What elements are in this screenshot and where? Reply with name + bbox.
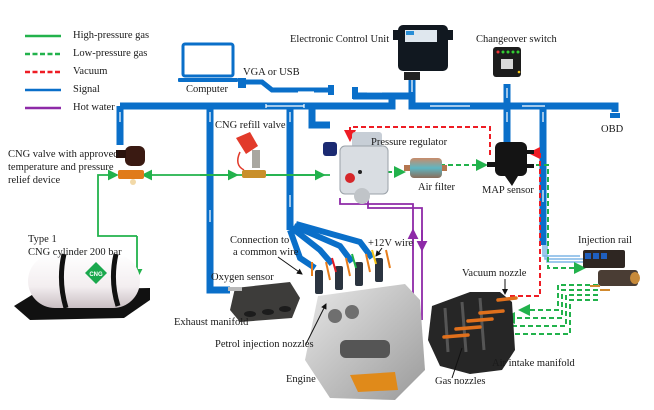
hot-water-lines [339,196,428,322]
dashed-line-swatch-icon [25,52,61,56]
low-pressure-lines [355,159,598,340]
engine [305,284,425,400]
map-sensor [487,142,534,186]
signal-bus [116,72,619,294]
cng-cylinder [14,253,150,320]
computer-icon [178,42,238,82]
label-injection-rail: Injection rail [578,235,632,246]
signal-to-regulator [308,106,330,129]
label-oxygen-sensor: Oxygen sensor [211,272,274,283]
bus-direction-arrows [119,78,545,222]
label-obd: OBD [601,124,624,135]
label-air-intake-manifold: Air intake manifold [492,358,575,369]
label-connection-line2: a common wire [233,247,299,258]
solid-line-swatch-icon [25,106,61,110]
label-vga-usb: VGA or USB [243,67,300,78]
label-computer: Computer [186,84,228,95]
pointer-lines [277,247,508,379]
high-pressure-lines [97,169,330,280]
vacuum-lines [344,126,541,297]
signal-to-oxygen-sensor [206,106,230,294]
pressure-regulator [323,132,389,204]
legend-label: Vacuum [73,66,108,77]
label-cylinder-line2: CNG cylinder 200 bar [28,247,122,258]
cng-refill-valve [236,132,266,178]
ecu-box [393,25,453,80]
label-ecu: Electronic Control Unit [290,34,390,45]
changeover-switch [493,47,521,77]
label-petrol-injection-nozzles: Petrol injection nozzles [215,339,314,350]
label-map-sensor: MAP sensor [482,185,534,196]
cylinder-badge-text: CNG [89,272,103,278]
obd-connector [610,113,620,118]
vga-usb-cable [240,79,332,93]
label-engine: Engine [286,374,316,385]
legend-label: Low-pressure gas [73,48,148,59]
dashed-line-swatch-icon [25,70,61,74]
vga-plug-left [238,78,246,88]
label-cng-valve-line3: relief device [8,175,61,186]
label-cng-valve-line2: temperature and pressure [8,162,114,173]
cng-valve [116,146,145,185]
injector-signal-wires [287,221,375,271]
label-air-filter: Air filter [418,182,456,193]
label-cng-valve-line1: CNG valve with approved [8,149,119,160]
legend-label: Hot water [73,102,115,113]
vga-plug-right [328,85,334,95]
legend-label: High-pressure gas [73,30,150,41]
label-connection-line1: Connection to [230,235,290,246]
label-plus12v-wire: +12V wire [368,238,414,249]
solid-line-swatch-icon [25,88,61,92]
solid-line-swatch-icon [25,34,61,38]
label-cylinder-line1: Type 1 [28,234,57,245]
label-vacuum-nozzle: Vacuum nozzle [462,268,527,279]
air-filter [404,158,447,178]
oxygen-sensor [228,287,242,291]
petrol-injectors [315,258,383,294]
injector-colored-wires [311,249,391,281]
gas-nozzles [442,296,518,339]
label-gas-nozzles: Gas nozzles [435,376,486,387]
legend-label: Signal [73,84,100,95]
ecu-plug [352,87,358,99]
injection-rail [583,250,640,291]
label-cng-refill-valve: CNG refill valve [215,120,286,131]
label-changeover-switch: Changeover switch [476,34,557,45]
exhaust-manifold [230,282,300,322]
label-pressure-regulator: Pressure regulator [371,137,448,148]
label-exhaust-manifold: Exhaust manifold [174,317,249,328]
